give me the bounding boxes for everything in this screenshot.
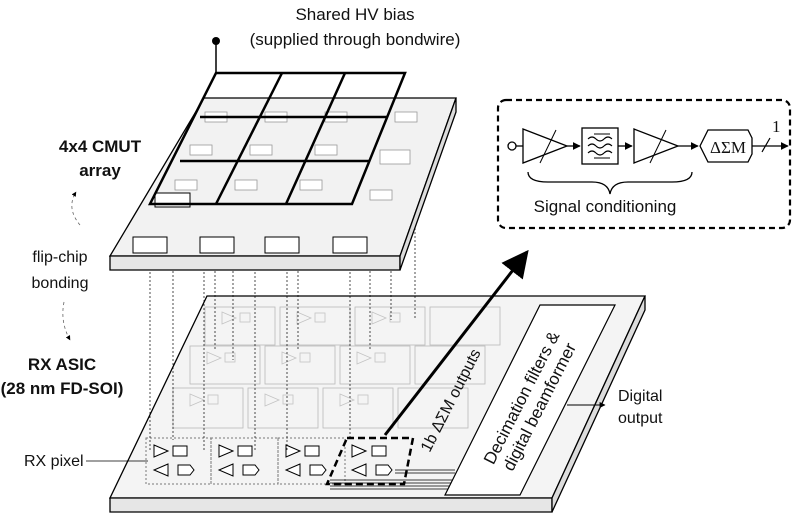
- hv-bias-label: Shared HV bias: [295, 5, 414, 24]
- adc-label: ΔΣM: [710, 138, 746, 157]
- rx-pixel: [277, 437, 346, 485]
- digital-output-label-2: output: [618, 410, 663, 427]
- rx-pixel-label: RX pixel: [24, 453, 84, 470]
- delta-sigma-modulator-icon: ΔΣM: [699, 129, 753, 163]
- asic-label: RX ASIC: [28, 355, 96, 374]
- bandpass-filter-icon: [581, 127, 619, 165]
- zoom-arrow: [383, 249, 529, 436]
- cmut-array-label-2: array: [79, 161, 121, 180]
- asic-pixel-grid: [172, 306, 501, 429]
- flip-chip-label-2: bonding: [32, 275, 89, 292]
- flip-chip-label: flip-chip: [32, 249, 87, 266]
- rx-pixel-row: [145, 436, 455, 490]
- hv-bias-label-2: (supplied through bondwire): [250, 30, 461, 49]
- cmut-front-face: [109, 255, 401, 271]
- digital-output-label: Digital: [618, 388, 662, 405]
- asic-front-face: [109, 497, 553, 513]
- decimation-beamformer-block: [444, 304, 616, 496]
- input-node: [507, 141, 517, 151]
- asic-side-face: [551, 295, 646, 513]
- cmut-side-face: [399, 97, 457, 271]
- bit-width-label: 1: [772, 117, 781, 136]
- flip-chip-arc-bottom: [62, 301, 71, 341]
- cmut-array: [108, 97, 457, 271]
- asic-label-2: (28 nm FD-SOI): [1, 379, 124, 398]
- flip-chip-arc-top: [71, 191, 81, 226]
- signal-conditioning-brace: [527, 171, 693, 195]
- rx-pixel: [210, 437, 279, 485]
- highlighted-rx-pixel: [325, 436, 415, 486]
- signal-chain-inset: ΔΣM 1 Signal conditioning: [496, 98, 792, 230]
- rx-pixel: [145, 437, 212, 485]
- hv-bias-grid: [147, 71, 407, 206]
- variable-gain-amplifier-icon: [633, 128, 680, 164]
- hv-bias-node: [212, 37, 220, 45]
- signal-conditioning-label: Signal conditioning: [534, 197, 677, 216]
- amplifier-icon: [522, 128, 569, 164]
- cmut-array-label: 4x4 CMUT: [59, 137, 142, 156]
